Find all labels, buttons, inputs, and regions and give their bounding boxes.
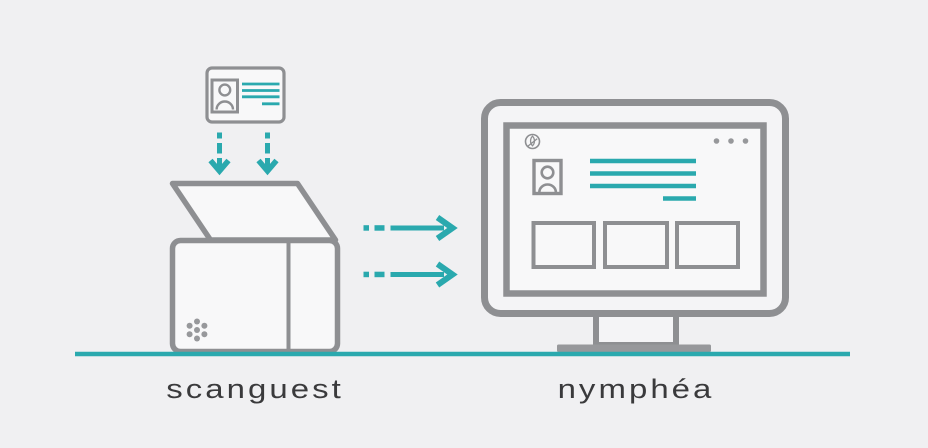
- nymphea-logo-icon: [524, 133, 541, 150]
- content-cards: [531, 221, 740, 269]
- monitor-base: [557, 344, 711, 352]
- scanner-lid: [169, 180, 339, 243]
- scanner-label: scanguest: [166, 374, 344, 404]
- down-arrow-left: [208, 132, 231, 176]
- monitor-label: nymphéa: [557, 374, 715, 404]
- right-arrow-top: [363, 215, 458, 241]
- profile-text-lines: [590, 158, 696, 201]
- card-text-lines: [242, 82, 280, 106]
- dashed-right-arrow-icon: [363, 215, 458, 288]
- down-arrow-right: [256, 132, 279, 176]
- user-photo-icon: [532, 158, 563, 196]
- monitor-icon: [481, 99, 789, 352]
- id-card-icon: [205, 66, 286, 124]
- scanner-body: [169, 237, 341, 355]
- speaker-grill-dots-icon: [186, 318, 208, 342]
- person-shoulders: [215, 100, 235, 110]
- content-card-3: [675, 221, 740, 269]
- monitor-ui: [524, 133, 749, 269]
- content-card-1: [531, 221, 596, 269]
- content-card-2: [603, 221, 669, 269]
- person-head: [218, 83, 232, 97]
- menu-dots-icon: [713, 138, 749, 144]
- right-arrow-bottom: [363, 261, 458, 288]
- dashed-down-arrow-icon: [208, 132, 279, 176]
- scanner-device-icon: [169, 180, 341, 355]
